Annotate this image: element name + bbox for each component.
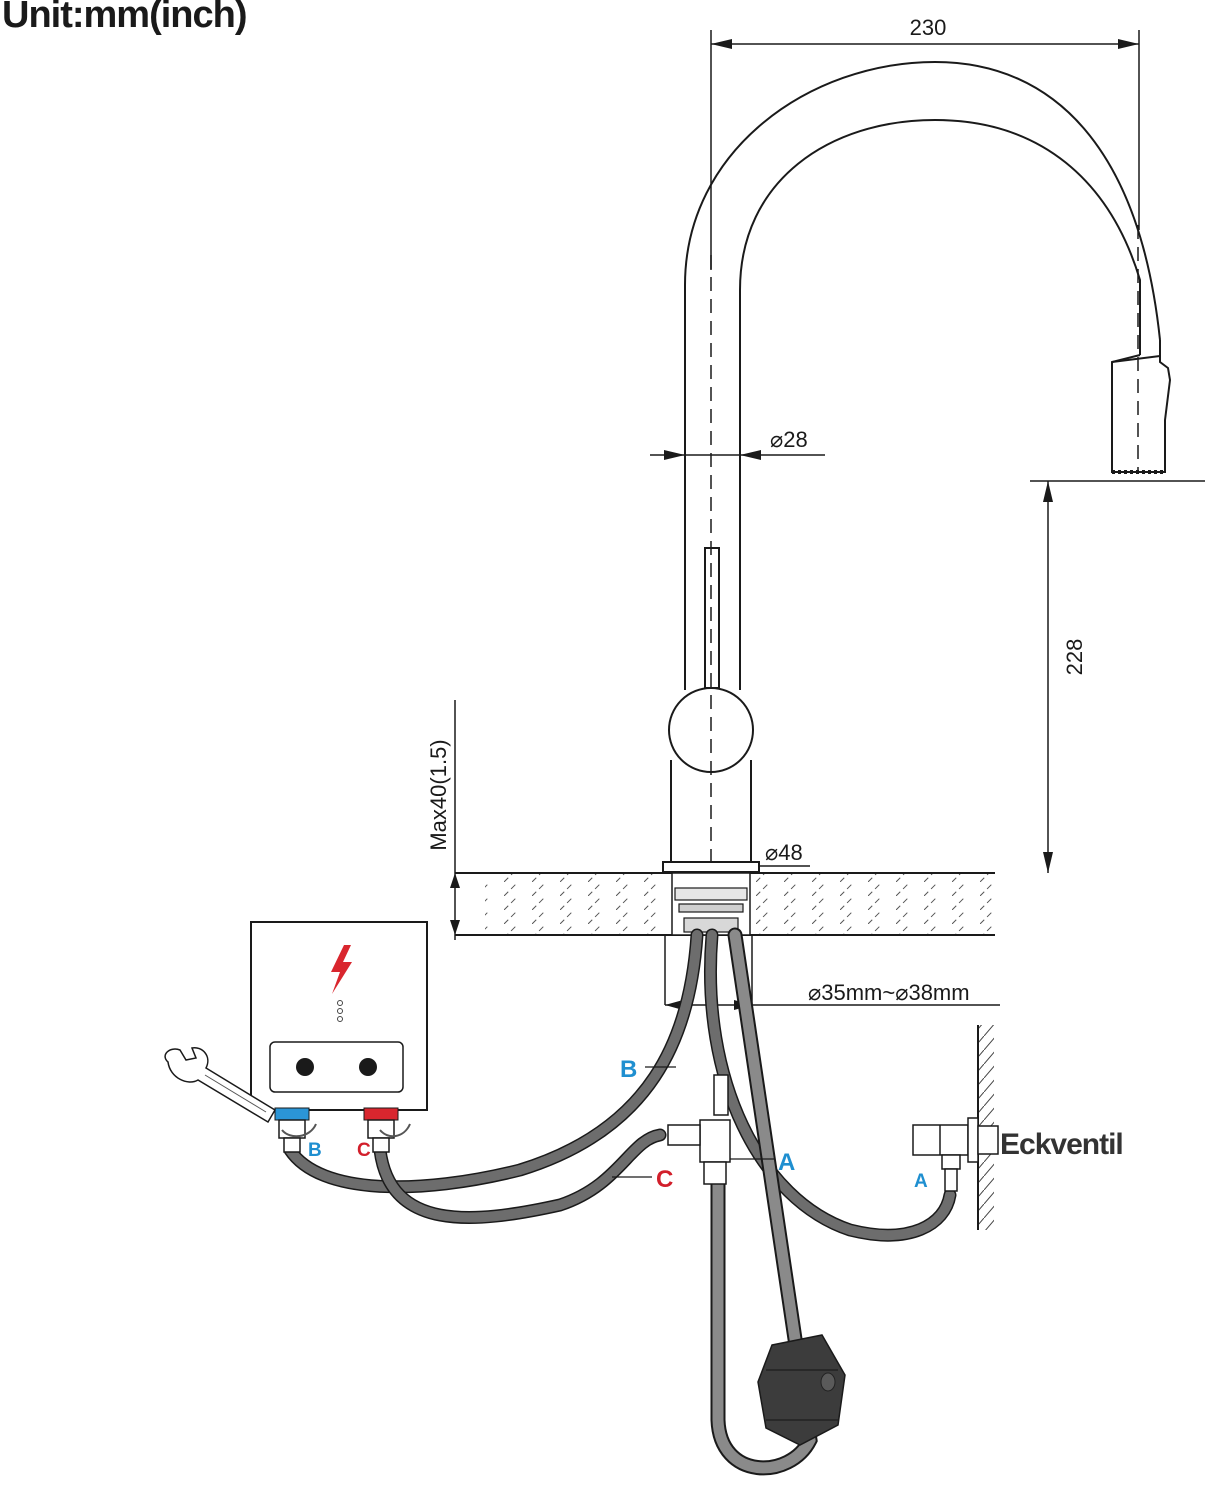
heater-c-label: C <box>357 1140 371 1161</box>
dimension-width-label: 230 <box>910 15 947 40</box>
dimension-pipe <box>650 450 825 460</box>
angle-valve-label: Eckventil <box>1000 1128 1123 1161</box>
hose-a-label: A <box>778 1149 795 1176</box>
countertop <box>455 872 995 936</box>
unit-title: Unit:mm(inch) <box>2 0 248 36</box>
valve-a-label: A <box>914 1171 928 1192</box>
heater-connector-red <box>363 1107 399 1153</box>
lightning-icon <box>331 945 352 994</box>
dimension-pipe-label: ⌀28 <box>770 427 808 452</box>
dimension-height-label: 228 <box>1062 639 1087 676</box>
hoses <box>283 927 957 1476</box>
wrench-icon <box>164 1047 411 1138</box>
angle-valve <box>912 1117 999 1192</box>
faucet-spout <box>662 60 1172 873</box>
hose-c-label: C <box>656 1166 673 1193</box>
water-heater <box>250 921 428 1111</box>
dimension-max-thickness <box>450 700 460 940</box>
dimension-width <box>710 30 1140 270</box>
heater-b-label: B <box>308 1140 322 1161</box>
dimension-hole <box>664 935 1000 1010</box>
dimension-base-label: ⌀48 <box>765 840 803 865</box>
t-connector <box>667 1074 731 1185</box>
dimension-height <box>1030 480 1205 873</box>
heater-connector-blue <box>274 1107 310 1153</box>
hose-b-label: B <box>620 1056 637 1083</box>
dimension-max-thickness-label: Max40(1.5) <box>426 739 451 850</box>
hose-weight <box>757 1334 846 1446</box>
dimension-hole-label: ⌀35mm~⌀38mm <box>808 980 970 1005</box>
